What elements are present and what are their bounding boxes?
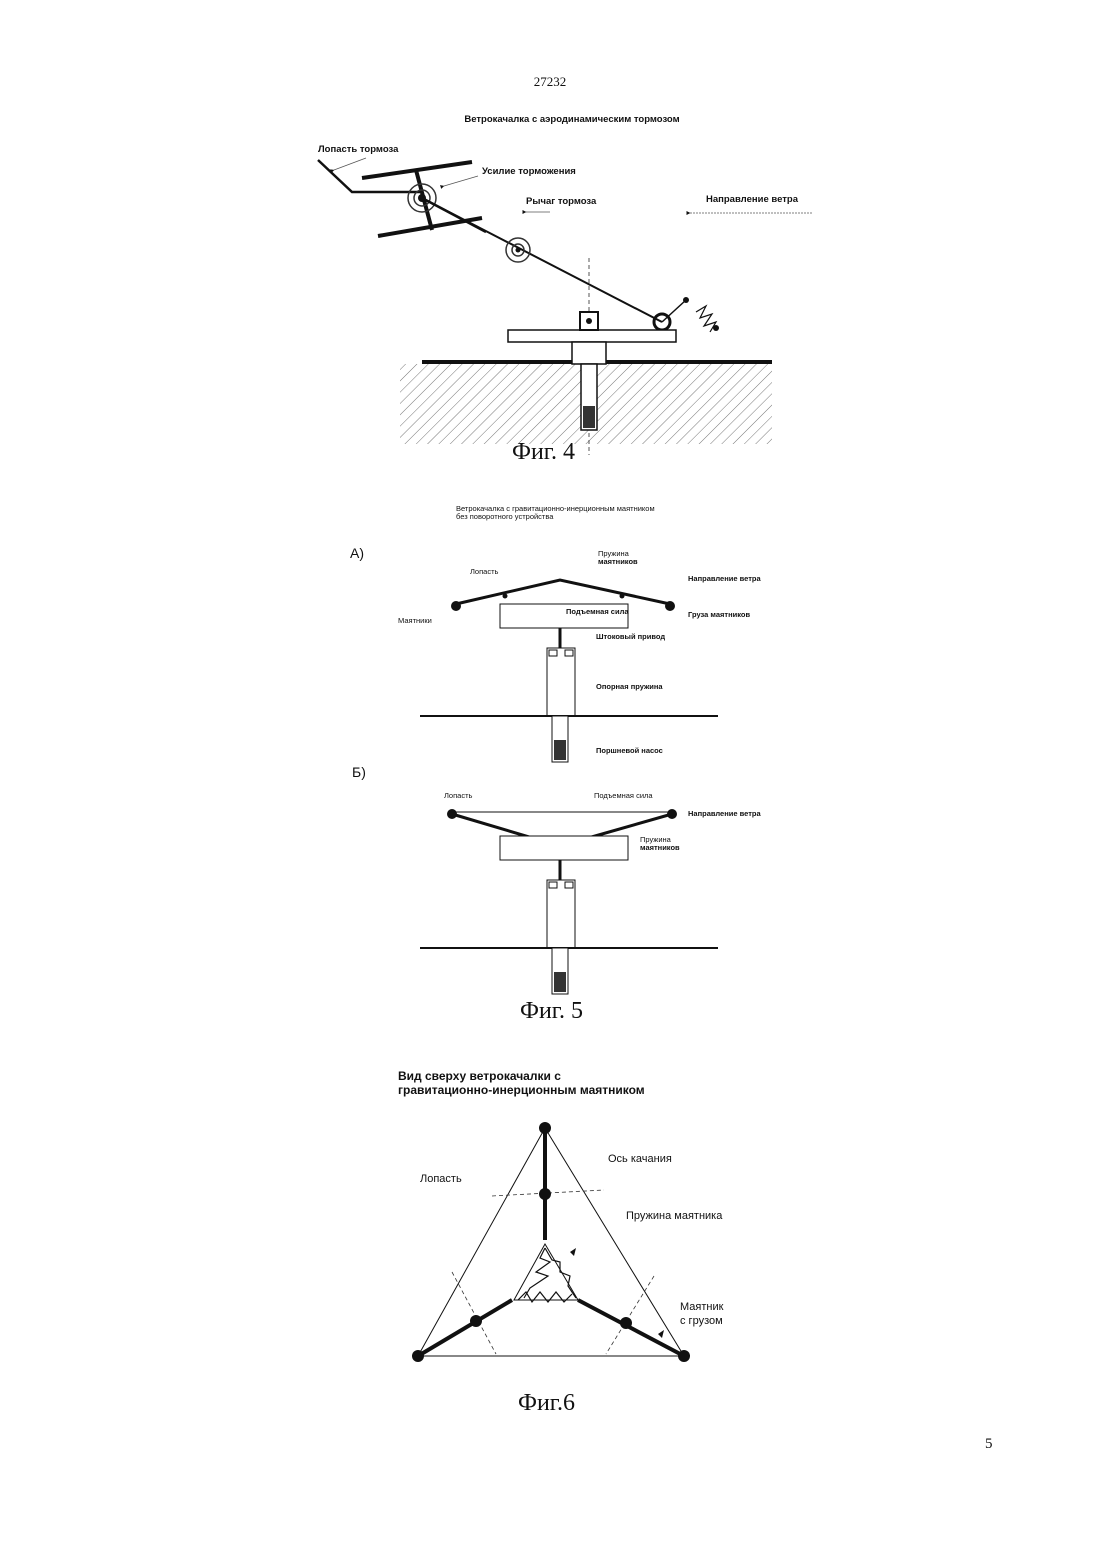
fig6-title-line2: гравитационно-инерционным маятником [398,1083,645,1097]
fig6-node-top [539,1122,551,1134]
fig6-arm-right [578,1300,684,1356]
fig6-node-right [678,1350,690,1362]
fig6-node-top-axis [539,1188,551,1200]
fig6-label-pendulum-1: Маятник [680,1301,724,1313]
fig6-spring-right [545,1248,576,1298]
fig6-node-left [412,1350,424,1362]
fig6-arm-left [418,1300,512,1356]
page-number: 5 [985,1436,993,1453]
fig6-inner-triangle [514,1244,578,1300]
fig6-node-left-axis [470,1315,482,1327]
fig6-title-line1: Вид сверху ветрокачалки с [398,1069,561,1083]
fig6-axis-right [606,1276,654,1354]
fig6-label-pendulum-spring: Пружина маятника [626,1210,723,1222]
fig6-caption: Фиг.6 [518,1390,575,1416]
fig6-node-right-axis [620,1317,632,1329]
fig6-spring-left [524,1248,550,1298]
fig6-arrow-weight [658,1330,664,1338]
fig6-label-swing-axis: Ось качания [608,1153,672,1165]
fig6-label-pendulum-2: с грузом [680,1315,723,1327]
fig6-label-blade: Лопасть [420,1173,462,1185]
fig6-arrow-spring [570,1248,576,1256]
